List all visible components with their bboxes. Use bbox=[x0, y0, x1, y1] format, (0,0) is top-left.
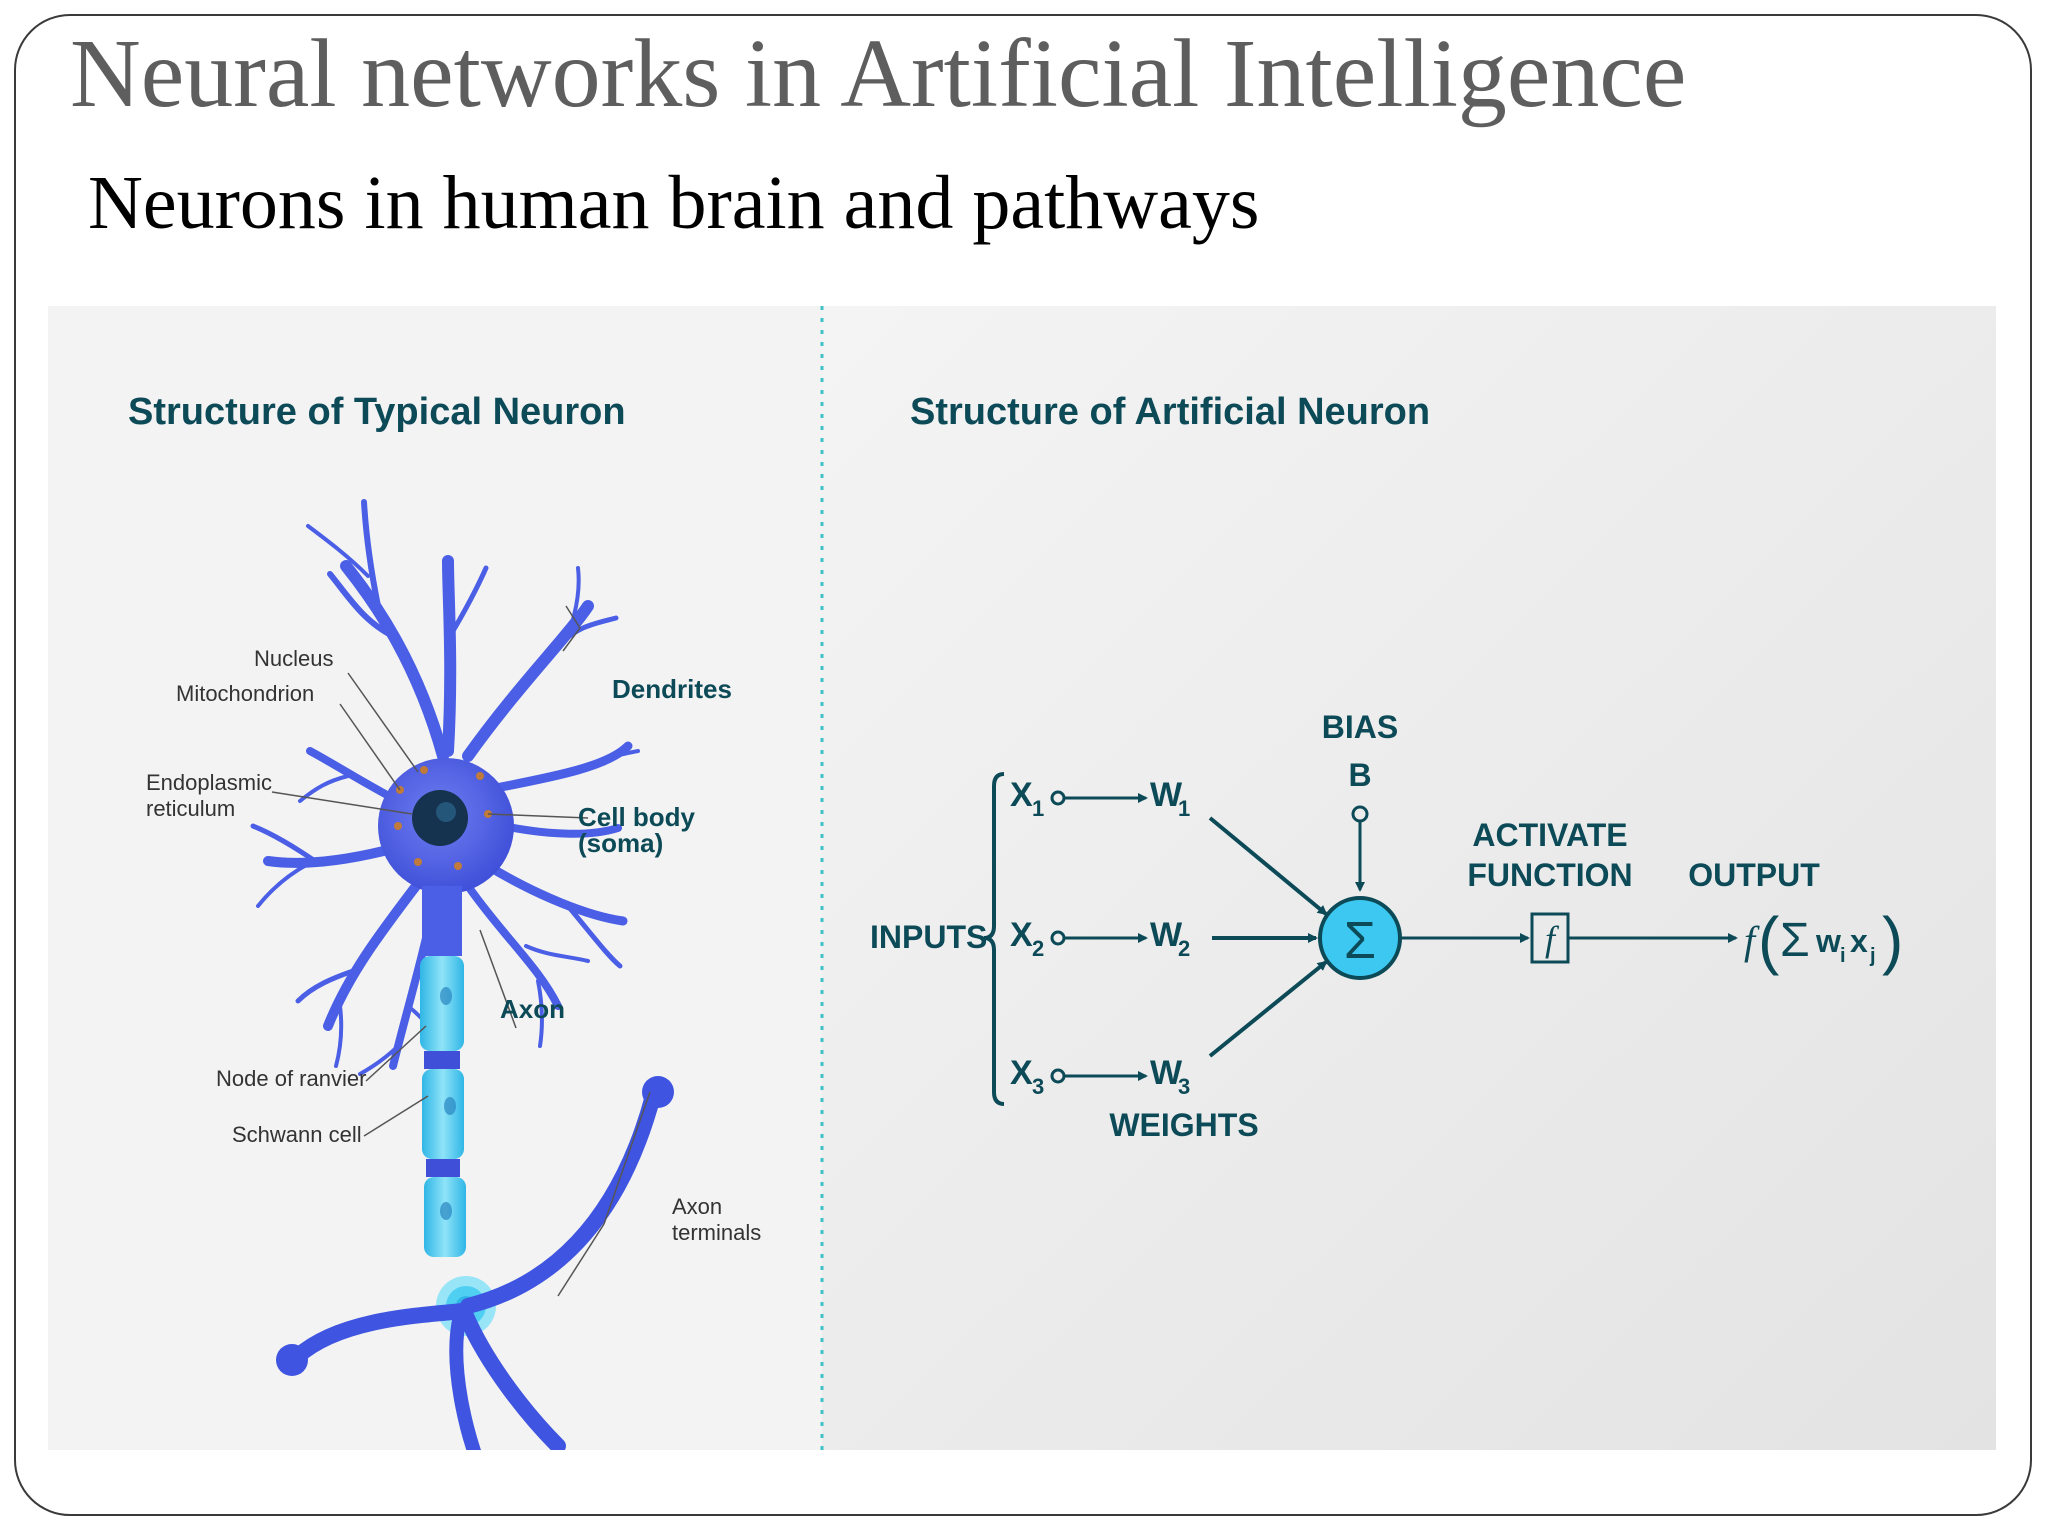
activate-label-1: ACTIVATE bbox=[1472, 817, 1627, 853]
activate-label-2: FUNCTION bbox=[1467, 857, 1632, 893]
slide-subtitle: Neurons in human brain and pathways bbox=[88, 161, 1260, 245]
axon-terminals bbox=[290, 1088, 661, 1450]
label-endoplasmic-1: Endoplasmic bbox=[146, 770, 272, 795]
inputs-brace bbox=[983, 772, 1005, 1106]
formula-w-sub: i bbox=[1840, 945, 1846, 967]
label-axon: Axon bbox=[500, 994, 565, 1024]
leader-lines bbox=[271, 605, 651, 1297]
label-axon-terminals-1: Axon bbox=[672, 1194, 722, 1219]
summation-symbol: Σ bbox=[1344, 912, 1376, 970]
label-mitochondrion: Mitochondrion bbox=[176, 681, 314, 706]
right-panel bbox=[822, 306, 1996, 1450]
label-schwann-cell: Schwann cell bbox=[232, 1122, 362, 1147]
artificial-neuron-heading: Structure of Artificial Neuron bbox=[910, 391, 1430, 433]
label-axon-terminals-2: terminals bbox=[672, 1220, 761, 1245]
weights-label: WEIGHTS bbox=[1109, 1107, 1258, 1143]
label-dendrites: Dendrites bbox=[612, 674, 732, 704]
label-endoplasmic-2: reticulum bbox=[146, 796, 235, 821]
output-label: OUTPUT bbox=[1688, 857, 1820, 893]
label-nucleus: Nucleus bbox=[254, 646, 333, 671]
label-cell-body-1: Cell body bbox=[578, 802, 696, 832]
nucleolus bbox=[436, 802, 456, 822]
node-of-ranvier-2 bbox=[426, 1159, 460, 1177]
input-x2: X 2 W 2 bbox=[1010, 916, 1190, 961]
figure-svg: Structure of Typical Neuron bbox=[48, 306, 1996, 1450]
formula-x: x bbox=[1850, 923, 1868, 959]
weight-w2-var: W bbox=[1150, 916, 1183, 954]
weight-w2-sub: 2 bbox=[1178, 936, 1190, 961]
schwann-cell-2 bbox=[422, 1069, 464, 1159]
input-x2-var: X bbox=[1010, 916, 1033, 954]
bias-label-2: B bbox=[1348, 757, 1371, 793]
formula-w: w bbox=[1815, 923, 1841, 959]
arrow-w1-to-sum bbox=[1208, 816, 1328, 916]
input-x1-var: X bbox=[1010, 776, 1033, 814]
label-cell-body-2: (soma) bbox=[578, 828, 663, 858]
neuron-comparison-figure: Structure of Typical Neuron bbox=[48, 306, 1996, 1450]
formula-close-paren: ) bbox=[1882, 904, 1903, 976]
bias-label-1: BIAS bbox=[1322, 709, 1398, 745]
arrow-w3-to-sum bbox=[1208, 960, 1328, 1058]
input-x1-sub: 1 bbox=[1032, 796, 1044, 821]
node-of-ranvier-1 bbox=[424, 1051, 460, 1069]
input-x3: X 3 W 3 bbox=[1010, 1054, 1190, 1099]
biological-neuron-illustration bbox=[250, 499, 674, 1450]
slide-frame bbox=[14, 14, 2032, 1516]
input-x2-sub: 2 bbox=[1032, 936, 1044, 961]
input-x3-sub: 3 bbox=[1032, 1074, 1044, 1099]
inputs-label: INPUTS bbox=[870, 919, 987, 955]
artificial-neuron-diagram: INPUTS X 1 W 1 X 2 W 2 X 3 W 3 bbox=[870, 709, 1903, 1143]
formula-x-sub: j bbox=[1869, 945, 1876, 967]
output-formula: f ( Σ w i x j ) bbox=[1744, 904, 1903, 976]
schwann-cell-1 bbox=[420, 956, 464, 1051]
input-x3-var: X bbox=[1010, 1054, 1033, 1092]
typical-neuron-heading: Structure of Typical Neuron bbox=[128, 391, 626, 433]
weight-w1-var: W bbox=[1150, 776, 1183, 814]
label-node-of-ranvier: Node of ranvier bbox=[216, 1066, 366, 1091]
input-x1: X 1 W 1 bbox=[1010, 776, 1190, 821]
weight-w3-var: W bbox=[1150, 1054, 1183, 1092]
weight-w1-sub: 1 bbox=[1178, 796, 1190, 821]
slide-title: Neural networks in Artificial Intelligen… bbox=[70, 20, 1687, 128]
formula-open-paren: ( bbox=[1758, 904, 1779, 976]
weight-w3-sub: 3 bbox=[1178, 1074, 1190, 1099]
formula-sigma: Σ bbox=[1780, 914, 1810, 967]
